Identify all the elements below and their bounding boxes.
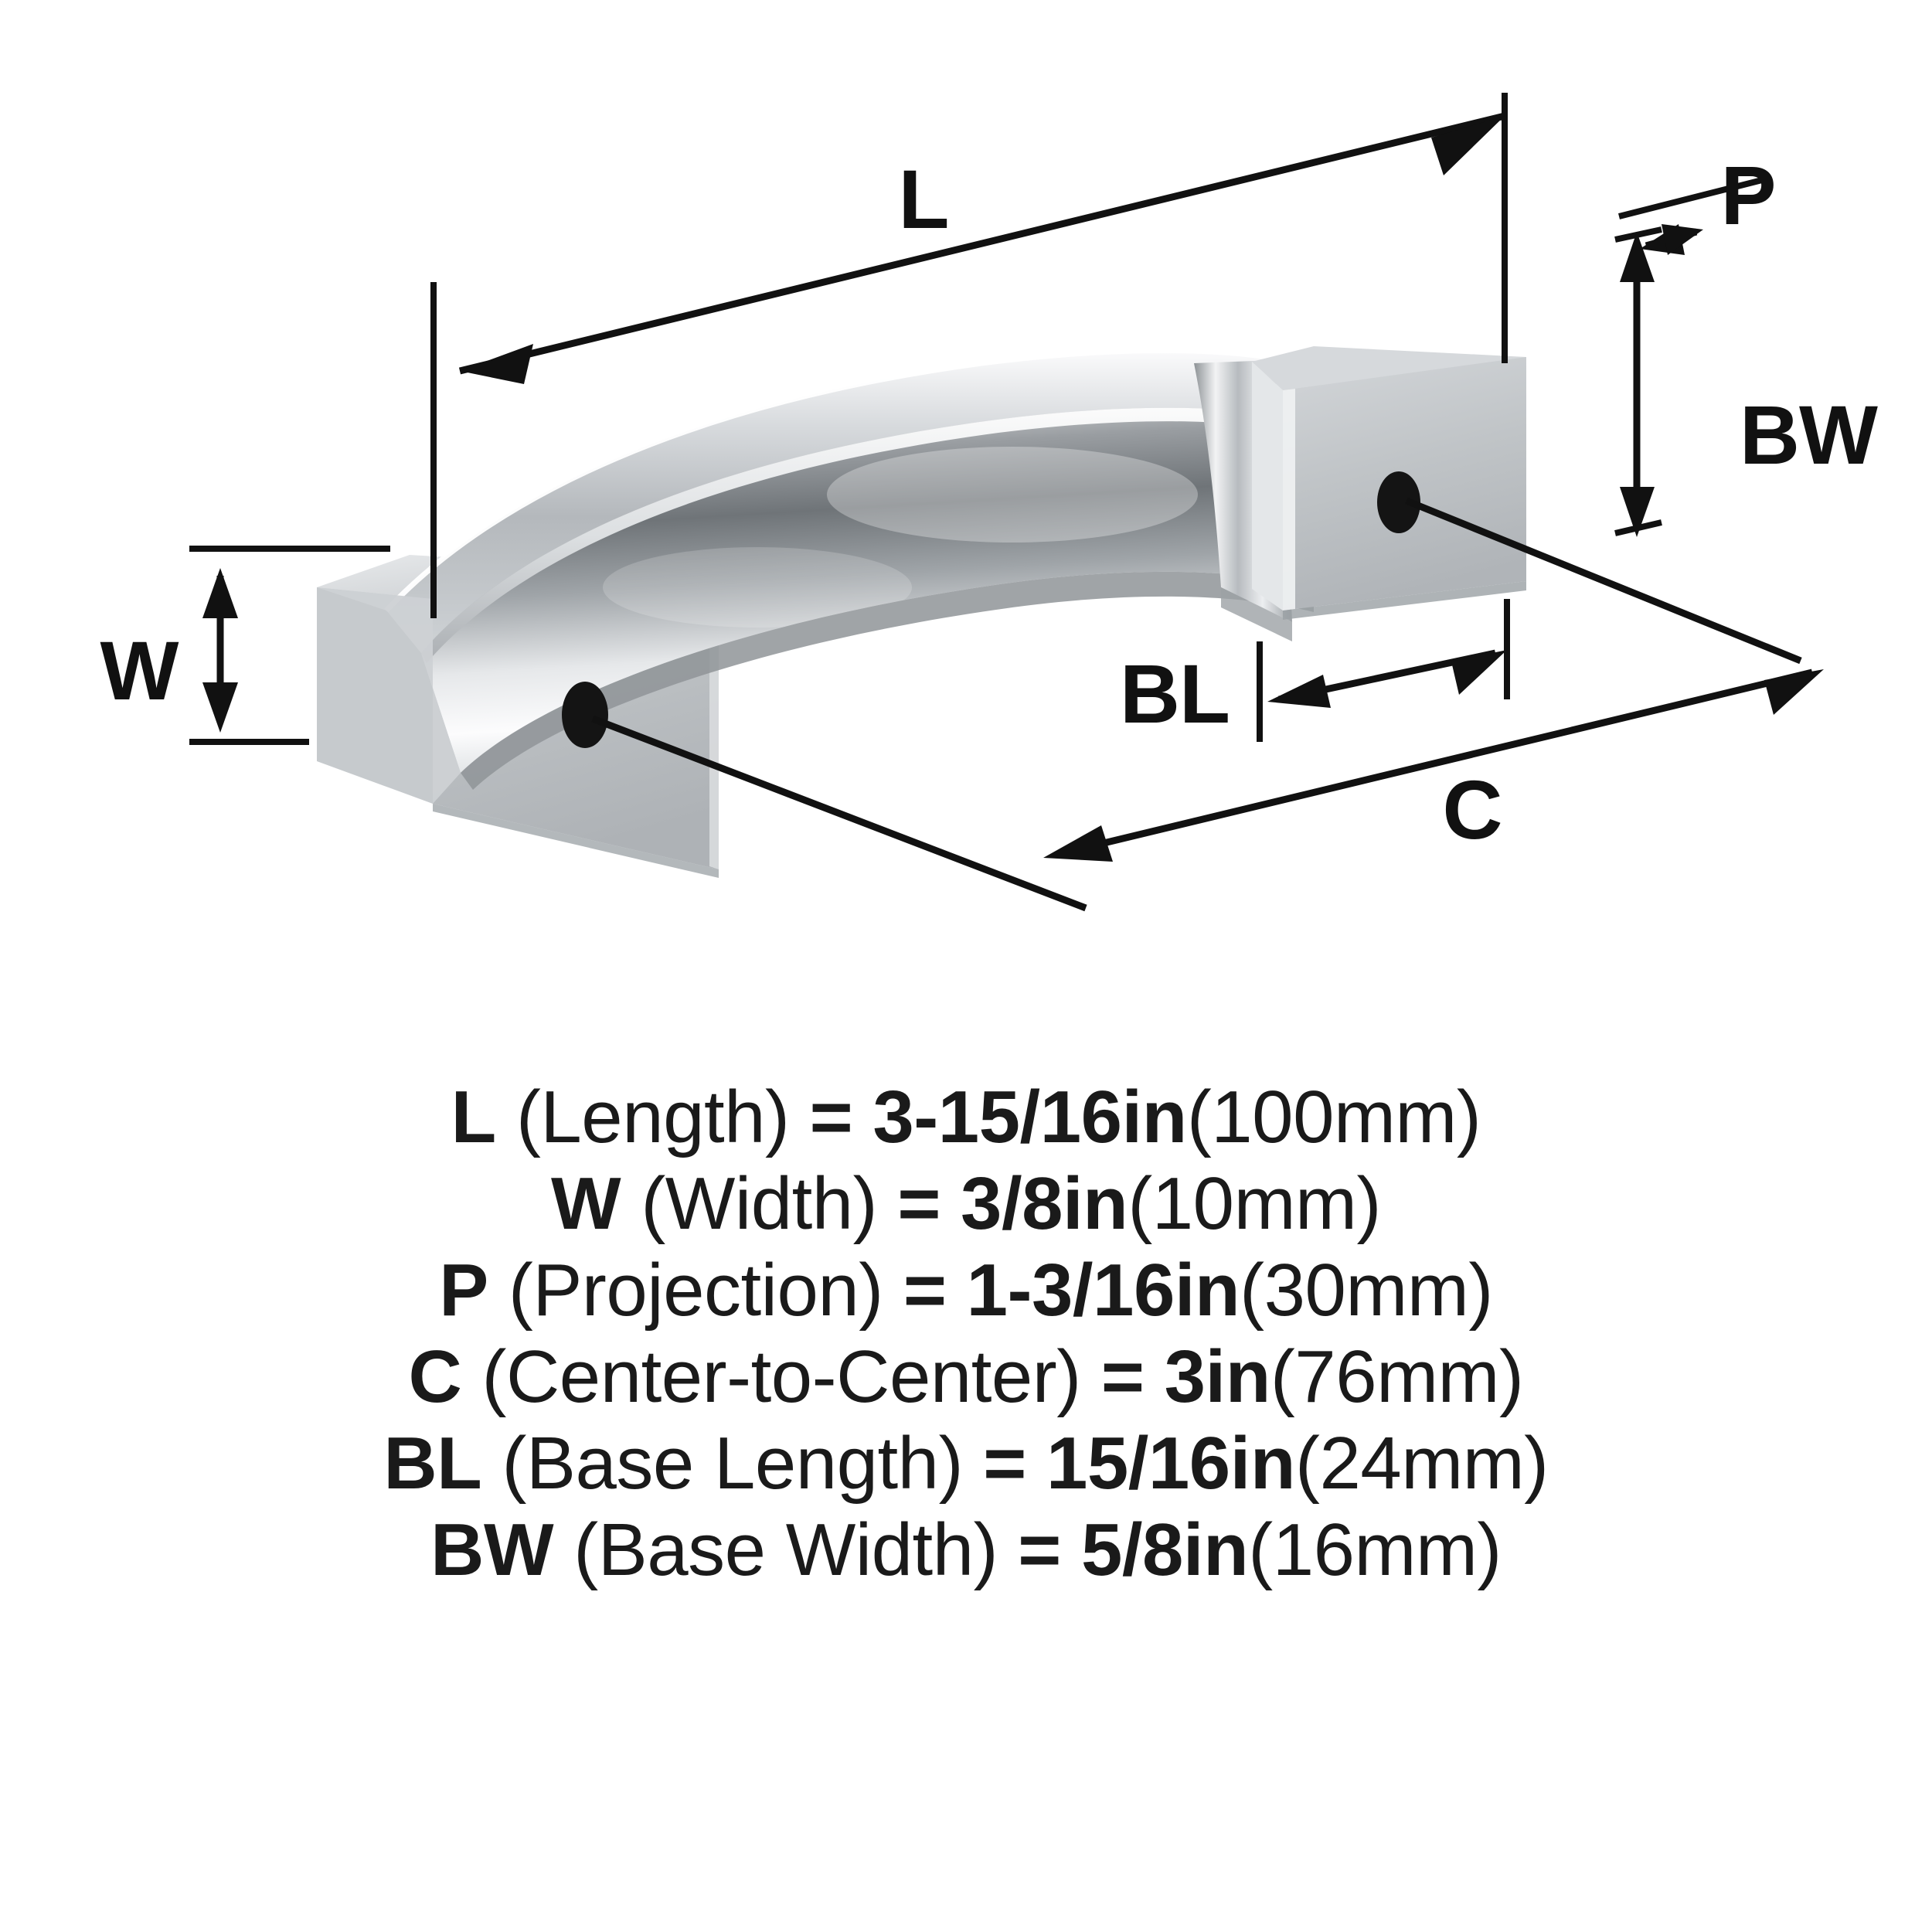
- spec-equals: =: [897, 1162, 940, 1245]
- label-BW: BW: [1740, 388, 1878, 481]
- spec-symbol: W: [551, 1162, 621, 1245]
- pull-body-illustration: [317, 346, 1526, 878]
- p-extension-right: [1618, 177, 1763, 219]
- spec-equals: =: [1018, 1509, 1061, 1591]
- right-base-bottom-edge: [1283, 581, 1526, 620]
- spec-imperial: 5/8in: [1080, 1509, 1249, 1591]
- left-base-bottom-edge: [433, 804, 719, 878]
- left-base-edge-highlight: [709, 610, 719, 869]
- bl-arrow-left: [1267, 675, 1331, 708]
- spec-name: (Base Width): [573, 1509, 998, 1591]
- c-leader-left: [591, 715, 1087, 912]
- right-base-edge-highlight: [1283, 389, 1295, 611]
- spec-symbol: BL: [383, 1422, 482, 1505]
- spec-imperial: 3/8in: [961, 1162, 1128, 1245]
- spec-symbol: L: [451, 1076, 497, 1158]
- c-leader-right: [1405, 497, 1802, 665]
- label-P: P: [1720, 148, 1775, 242]
- arch-top-highlight: [384, 347, 1299, 613]
- bw-arrow-up: [1620, 232, 1655, 282]
- l-arrow-right: [1431, 116, 1505, 175]
- spec-equals: =: [903, 1249, 947, 1332]
- arch-specular-highlight: [827, 447, 1198, 543]
- spec-symbol: P: [439, 1249, 488, 1332]
- spec-imperial: 3-15/16in: [872, 1076, 1187, 1158]
- product-dimension-drawing: L W P C BL BW: [100, 93, 1879, 912]
- arch-specular-highlight-2: [603, 547, 912, 628]
- w-arrow-down: [202, 682, 238, 733]
- spec-name: (Base Length): [502, 1422, 964, 1505]
- neck-bottom: [1221, 587, 1292, 641]
- spec-imperial: 3in: [1164, 1335, 1271, 1418]
- spec-metric: (16mm): [1248, 1509, 1502, 1591]
- label-C: C: [1443, 763, 1502, 856]
- left-screw-hole: [562, 682, 608, 748]
- spec-imperial: 15/16in: [1046, 1422, 1296, 1505]
- arch-edge-strip: [421, 407, 1306, 663]
- arch-left-tail: [317, 587, 461, 804]
- spec-metric: (10mm): [1128, 1162, 1381, 1245]
- specification-list: L (Length) = 3-15/16in(100mm) W (Width) …: [0, 1074, 1932, 1594]
- spec-row-base-width: BW (Base Width) = 5/8in(16mm): [0, 1507, 1932, 1594]
- spec-symbol: C: [408, 1335, 462, 1418]
- left-base-side: [317, 587, 433, 804]
- spec-row-base-length: BL (Base Length) = 15/16in(24mm): [0, 1420, 1932, 1507]
- spec-row-projection: P (Projection) = 1-3/16in(30mm): [0, 1247, 1932, 1334]
- spec-row-width: W (Width) = 3/8in(10mm): [0, 1161, 1932, 1247]
- spec-metric: (76mm): [1270, 1335, 1524, 1418]
- c-arrow-right: [1764, 669, 1824, 715]
- bw-extension-top: [1614, 226, 1662, 243]
- arch-inner-face: [421, 407, 1314, 773]
- spec-metric: (100mm): [1186, 1076, 1481, 1158]
- spec-metric: (30mm): [1240, 1249, 1493, 1332]
- right-base-side: [1252, 362, 1283, 611]
- spec-imperial: 1-3/16in: [966, 1249, 1240, 1332]
- c-arrow-left: [1043, 825, 1113, 862]
- l-dimension-line: [458, 112, 1506, 375]
- spec-row-length: L (Length) = 3-15/16in(100mm): [0, 1074, 1932, 1161]
- spec-equals: =: [983, 1422, 1026, 1505]
- spec-name: (Center-to-Center): [481, 1335, 1082, 1418]
- p-arrow-right: [1662, 224, 1703, 255]
- dimension-lines: [189, 93, 1824, 912]
- spec-name: (Projection): [508, 1249, 883, 1332]
- w-arrow-up: [202, 568, 238, 618]
- spec-name: (Width): [641, 1162, 878, 1245]
- right-screw-hole: [1377, 471, 1420, 533]
- spec-metric: (24mm): [1294, 1422, 1549, 1505]
- spec-equals: =: [809, 1076, 853, 1158]
- label-BL: BL: [1120, 647, 1230, 740]
- bl-arrow-right: [1451, 650, 1507, 695]
- spec-equals: =: [1100, 1335, 1145, 1418]
- bw-arrow-down: [1620, 487, 1655, 537]
- c-dimension-line: [1057, 668, 1814, 858]
- label-L: L: [899, 152, 949, 246]
- spec-symbol: BW: [430, 1509, 554, 1591]
- label-W: W: [100, 624, 179, 717]
- spec-name: (Length): [515, 1076, 790, 1158]
- l-arrow-left: [460, 344, 533, 384]
- spec-row-center-to-center: C (Center-to-Center) = 3in(76mm): [0, 1334, 1932, 1420]
